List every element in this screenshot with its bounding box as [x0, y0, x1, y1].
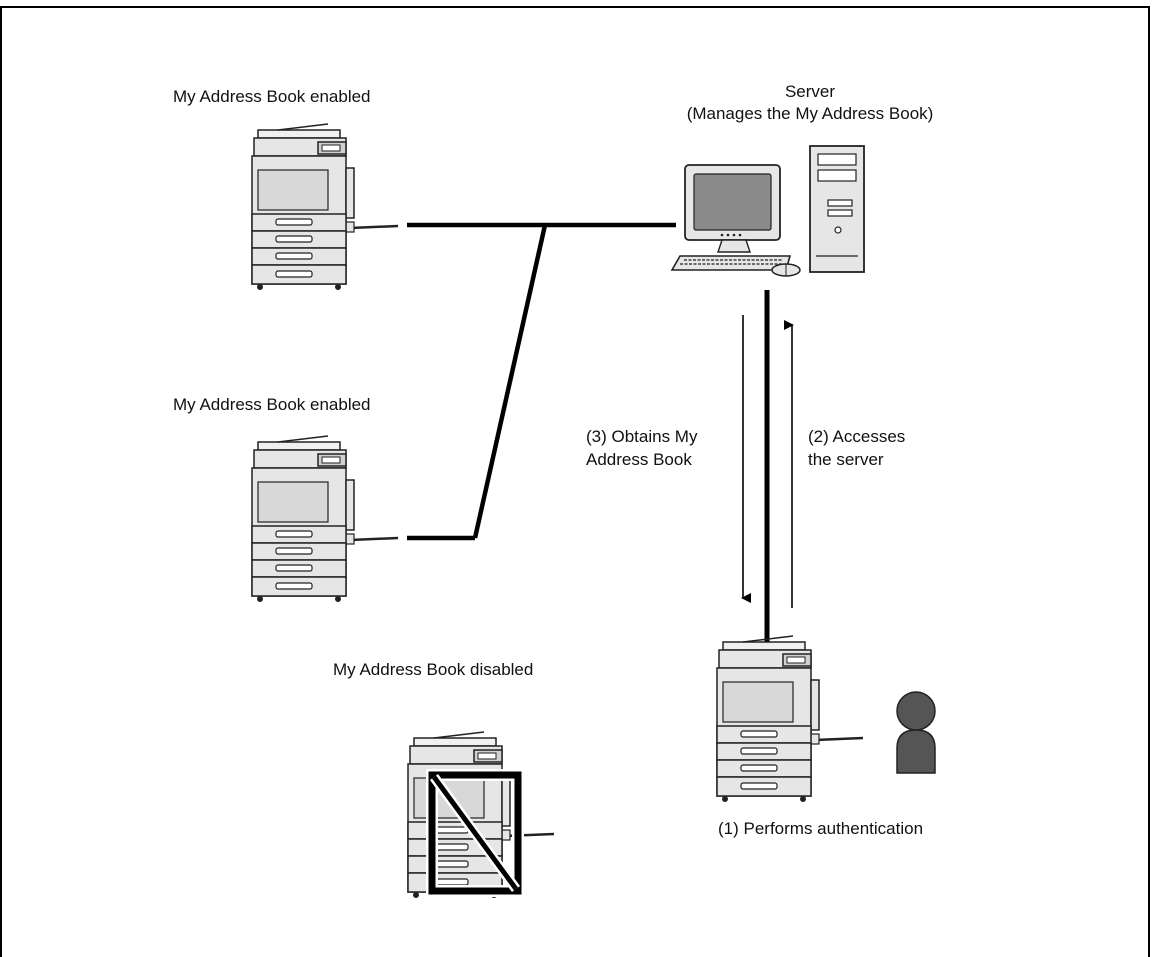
- label-step2-line2: the server: [808, 450, 884, 469]
- prohibited-icon: [426, 769, 524, 897]
- label-mid-left-mfp: My Address Book enabled: [173, 395, 371, 414]
- label-bottom-mfp: My Address Book disabled: [333, 660, 534, 679]
- mfp-top-left-icon: [250, 122, 400, 292]
- label-server-title: Server: [784, 82, 836, 101]
- label-step2-line1: (2) Accesses: [808, 427, 906, 446]
- label-step3-line2: Address Book: [586, 450, 692, 469]
- label-step1: (1) Performs authentication: [718, 819, 924, 838]
- label-top-left-mfp: My Address Book enabled: [173, 87, 371, 106]
- label-server-subtitle: (Manages the My Address Book): [686, 104, 934, 123]
- network-line-diagonal: [472, 224, 548, 539]
- person-icon: [896, 691, 936, 774]
- mfp-right-icon: [715, 634, 865, 804]
- label-step3-line1: (3) Obtains My: [586, 427, 698, 446]
- mfp-mid-left-icon: [250, 434, 400, 604]
- desktop-computer-icon: [670, 145, 865, 277]
- diagram-frame: [0, 6, 1150, 957]
